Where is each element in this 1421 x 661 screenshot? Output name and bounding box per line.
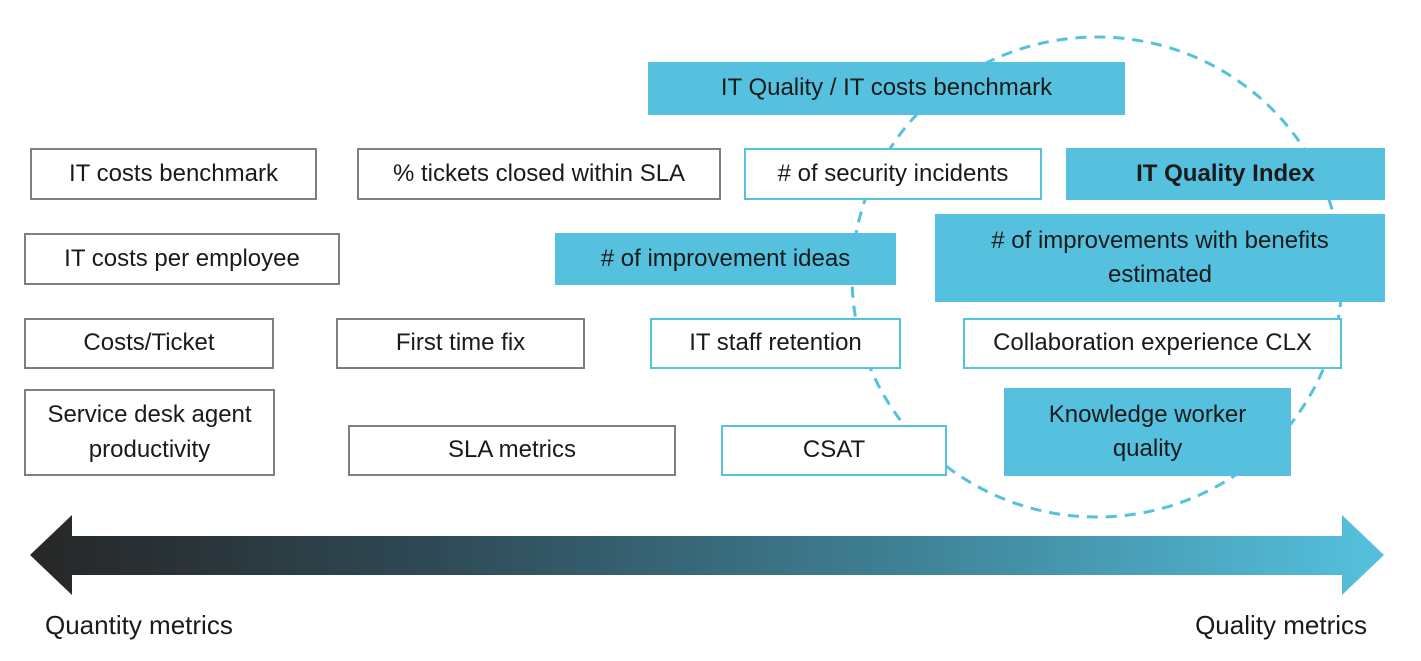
node-label: # of improvement ideas <box>600 244 851 272</box>
node-label: IT costs per employee <box>64 244 300 272</box>
node-label: Knowledge worker quality <box>1048 400 1247 462</box>
node-it-quality-index: IT Quality Index <box>1066 148 1385 200</box>
node-label: Service desk agent productivity <box>47 401 252 463</box>
axis-label-quantity: Quantity metrics <box>45 610 233 640</box>
node-knowledge-worker-quality: Knowledge worker quality <box>1004 388 1291 476</box>
node-label: IT Quality Index <box>1136 159 1315 187</box>
node-collaboration-experience: Collaboration experience CLX <box>963 318 1342 369</box>
node-label: IT costs benchmark <box>69 159 278 187</box>
node-label: SLA metrics <box>447 436 577 464</box>
node-improvement-ideas: # of improvement ideas <box>555 233 896 285</box>
node-it-costs-benchmark: IT costs benchmark <box>30 148 317 200</box>
node-security-incidents: # of security incidents <box>744 148 1042 200</box>
node-it-staff-retention: IT staff retention <box>650 318 901 369</box>
node-it-costs-per-employee: IT costs per employee <box>24 233 340 285</box>
node-label: Collaboration experience CLX <box>993 329 1312 357</box>
node-costs-per-ticket: Costs/Ticket <box>24 318 274 369</box>
node-sla-metrics: SLA metrics <box>348 425 676 476</box>
node-label: IT Quality / IT costs benchmark <box>720 74 1053 102</box>
node-improvements-with-benefits: # of improvements with benefits estimate… <box>935 214 1385 302</box>
node-label: # of security incidents <box>777 159 1009 187</box>
node-label: IT staff retention <box>689 329 862 357</box>
node-label: First time fix <box>395 329 526 357</box>
node-label: CSAT <box>802 436 866 464</box>
node-label: # of improvements with benefits estimate… <box>991 226 1329 288</box>
axis-label-quality: Quality metrics <box>1195 610 1367 640</box>
node-it-quality-it-costs-benchmark: IT Quality / IT costs benchmark <box>648 62 1125 115</box>
node-service-desk-productivity: Service desk agent productivity <box>24 389 275 476</box>
node-label: Costs/Ticket <box>83 329 215 357</box>
node-first-time-fix: First time fix <box>336 318 585 369</box>
node-csat: CSAT <box>721 425 947 476</box>
node-label: % tickets closed within SLA <box>392 159 686 187</box>
quantity-quality-arrow <box>30 515 1384 595</box>
node-tickets-closed-within-sla: % tickets closed within SLA <box>357 148 721 200</box>
